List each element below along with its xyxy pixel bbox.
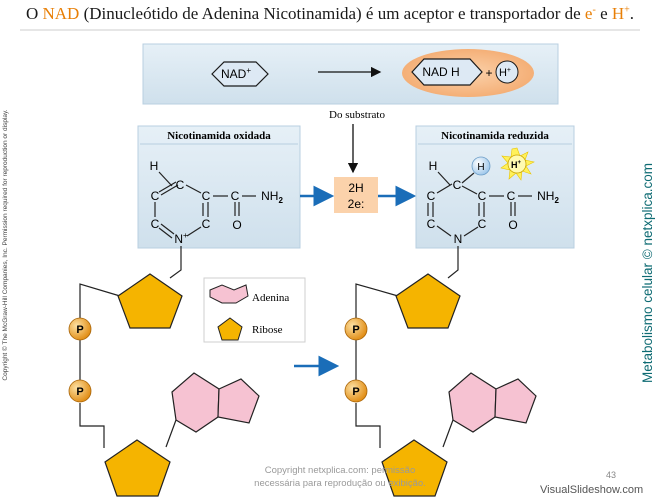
phosphate-right-2-label: P bbox=[352, 386, 359, 398]
title-electron: e bbox=[584, 4, 593, 23]
oxidized-atom-nh2: NH2 bbox=[261, 189, 283, 205]
legend-adenine-label: Adenina bbox=[252, 292, 289, 304]
ribose-bottom-left bbox=[104, 439, 171, 497]
reduced-atom-c1: C bbox=[453, 178, 462, 192]
oxidized-atom-c1: C bbox=[176, 178, 185, 192]
reduced-heading: Nicotinamida reduzida bbox=[441, 130, 549, 142]
legend-ribose-label: Ribose bbox=[252, 324, 283, 336]
reduced-atom-c6: C bbox=[478, 217, 487, 231]
watermark-notice: Copyright netxplica.com: permissão neces… bbox=[230, 464, 450, 490]
reaction-plus: + bbox=[485, 66, 492, 80]
reduced-atom-hplus: H+ bbox=[511, 160, 522, 170]
oxidized-heading: Nicotinamida oxidada bbox=[167, 130, 271, 142]
title-electron-sup: - bbox=[592, 4, 596, 16]
phosphate-right-1-label: P bbox=[352, 324, 359, 336]
adenine-left-ring5 bbox=[217, 378, 260, 424]
ribose-bottom-right bbox=[381, 439, 448, 497]
oxidized-atom-h: H bbox=[150, 159, 159, 173]
slide-title: O NAD (Dinucleótido de Adenina Nicotinam… bbox=[0, 4, 660, 24]
oxidized-atom-c3: C bbox=[202, 189, 211, 203]
reaction-nadh-label: NAD H bbox=[422, 65, 459, 79]
title-and: e bbox=[595, 4, 612, 23]
oxidized-atom-c5: C bbox=[151, 217, 160, 231]
left-backbone: P P bbox=[68, 246, 260, 497]
transfer-box bbox=[334, 177, 378, 213]
copyright-sidebar: Copyright © The McGraw-Hill Companies, I… bbox=[2, 109, 9, 381]
phosphate-left-2-label: P bbox=[76, 386, 83, 398]
brand-watermark[interactable]: VisualSlideshow.com bbox=[540, 484, 644, 496]
reaction-proton-label: H+ bbox=[499, 67, 511, 79]
watermark-line1: Copyright netxplica.com: permissão bbox=[264, 465, 416, 476]
proton-circle bbox=[495, 60, 519, 84]
oxidized-atom-o: O bbox=[232, 218, 241, 232]
ribose-top-left bbox=[117, 273, 183, 329]
legend-adenine-icon bbox=[209, 284, 249, 304]
reduced-panel bbox=[415, 125, 575, 249]
reduced-atom-n: N bbox=[454, 232, 463, 246]
legend-ribose-icon bbox=[217, 317, 243, 341]
site-credit-sidebar: Metabolismo celular © netxplica.com bbox=[640, 162, 655, 384]
adenine-left-ring6 bbox=[171, 372, 220, 433]
reduced-atom-nh2: NH2 bbox=[537, 189, 559, 205]
title-end: . bbox=[629, 4, 635, 23]
title-middle: (Dinucleótido de Adenina Nicotinamida) é… bbox=[79, 4, 585, 23]
title-prefix: O bbox=[25, 4, 43, 23]
adenine-right-ring6 bbox=[448, 372, 497, 433]
title-proton: H bbox=[611, 4, 625, 23]
substrate-label: Do substrato bbox=[329, 109, 385, 121]
right-backbone: P P bbox=[344, 246, 537, 497]
proton-sun-icon bbox=[500, 147, 535, 181]
title-nad: NAD bbox=[42, 4, 80, 23]
reaction-left-label: NAD+ bbox=[221, 66, 251, 81]
oxidized-atom-c6: C bbox=[202, 217, 211, 231]
reduced-atom-c4: C bbox=[507, 189, 516, 203]
reduced-atom-c5: C bbox=[427, 217, 436, 231]
reduced-ring: H H H+ C C C C C C O N NH2 bbox=[427, 147, 559, 246]
oxidized-atom-n: N+ bbox=[174, 231, 188, 246]
transfer-line1: 2H bbox=[348, 181, 363, 195]
phosphate-right-1 bbox=[344, 317, 368, 341]
reduced-atom-h-circle: H bbox=[477, 162, 484, 173]
phosphate-left-1 bbox=[68, 317, 92, 341]
oxidized-ring: H C C C C C C O N+ NH2 bbox=[150, 159, 284, 246]
adenine-right-ring5 bbox=[494, 378, 537, 424]
transfer-line2: 2e: bbox=[348, 197, 365, 211]
phosphate-right-2 bbox=[344, 379, 368, 403]
title-proton-sup: + bbox=[624, 4, 630, 16]
ribose-top-right bbox=[395, 273, 461, 329]
nad-plus-hexagon bbox=[211, 61, 269, 87]
reduced-atom-c3: C bbox=[478, 189, 487, 203]
hydrogen-circle bbox=[471, 156, 491, 176]
page-number: 43 bbox=[606, 470, 617, 480]
reduced-atom-h: H bbox=[429, 159, 438, 173]
phosphate-left-1-label: P bbox=[76, 324, 83, 336]
oxidized-atom-c2: C bbox=[151, 189, 160, 203]
reduced-atom-o: O bbox=[508, 218, 517, 232]
phosphate-left-2 bbox=[68, 379, 92, 403]
nadh-hexagon bbox=[411, 58, 483, 86]
watermark-line2: necessária para reprodução ou exibição. bbox=[254, 478, 426, 489]
reduced-atom-c2: C bbox=[427, 189, 436, 203]
oxidized-atom-c4: C bbox=[231, 189, 240, 203]
